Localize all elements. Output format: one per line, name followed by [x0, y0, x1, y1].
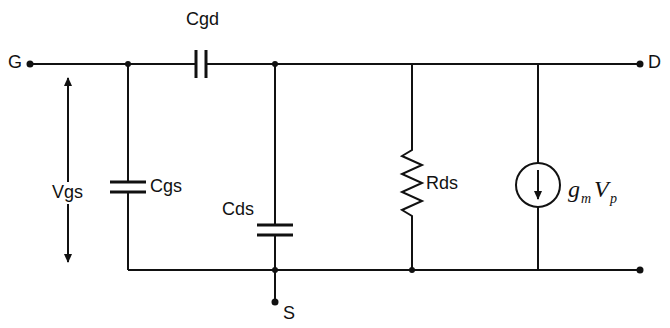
junction-dot	[125, 61, 131, 67]
terminal-dot	[637, 61, 644, 68]
resistor-symbol	[402, 64, 422, 270]
component-label: Cgs	[150, 177, 182, 197]
source-label: g	[568, 176, 580, 202]
source-label: V	[594, 176, 609, 202]
voltage-label: Vgs	[50, 182, 85, 204]
current-arrow	[537, 170, 539, 199]
component-label: Cgd	[186, 10, 219, 30]
component-label: Cds	[222, 200, 254, 220]
terminal-label: S	[283, 304, 295, 324]
wire	[206, 63, 638, 65]
capacitor-plate	[110, 181, 146, 184]
terminal-dot	[27, 61, 34, 68]
wire	[128, 269, 638, 271]
terminal-dot	[272, 299, 279, 306]
junction-dot	[409, 267, 415, 273]
capacitor-plate	[195, 50, 198, 78]
wire	[274, 235, 276, 270]
voltage-arrow	[67, 78, 69, 262]
junction-dot	[272, 267, 278, 273]
wire	[127, 64, 129, 182]
wire	[274, 64, 276, 225]
terminal-label: G	[8, 53, 22, 73]
capacitor-plate	[257, 224, 293, 227]
wire	[32, 63, 196, 65]
terminal-dot	[637, 267, 644, 274]
source-subscript: p	[610, 191, 617, 206]
source-subscript: m	[581, 191, 591, 206]
component-label: Rds	[426, 174, 458, 194]
terminal-label: D	[648, 53, 661, 73]
wire	[127, 192, 129, 270]
wire	[537, 64, 539, 163]
wire	[537, 207, 539, 270]
junction-dot	[272, 61, 278, 67]
current-source-symbol	[516, 163, 560, 207]
wire	[274, 270, 276, 300]
